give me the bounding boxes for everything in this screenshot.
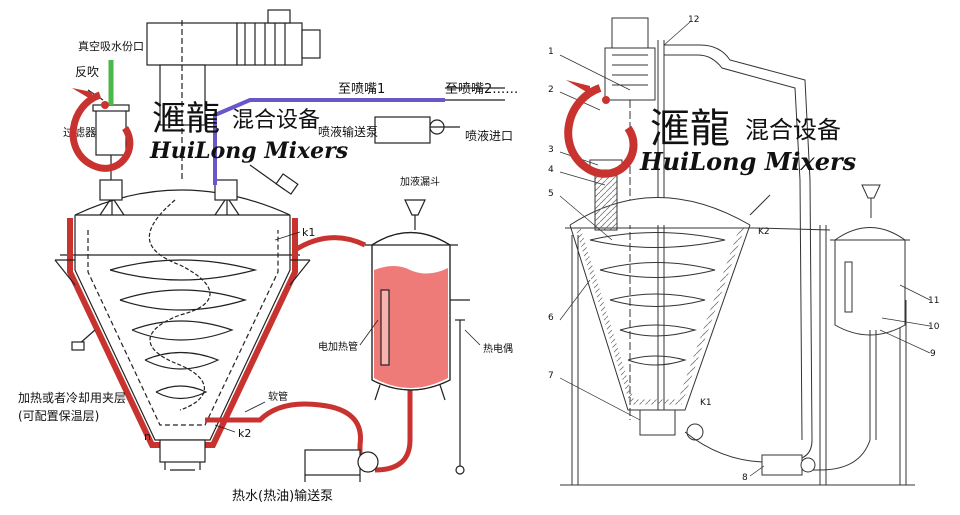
part-number-10: 10: [928, 322, 940, 332]
watermark-left: 滙龍 混合设备 HuiLong Mixers: [69, 88, 348, 172]
dragon-logo-icon: [564, 80, 638, 178]
watermark-cn-main-right: 滙龍: [650, 106, 730, 152]
label-pump: 热水(热油)输送泵: [232, 488, 333, 504]
part-number-4: 4: [548, 165, 554, 175]
watermark-cn-sub-left: 混合设备: [232, 108, 320, 133]
hot-water-tank: [365, 199, 470, 475]
part-number-12: 12: [688, 15, 699, 25]
label-nozzle-2: 至喷嘴2……: [445, 82, 518, 97]
part-number-5: 5: [548, 189, 554, 199]
filter-unit: [87, 60, 130, 180]
watermark-en-left: HuiLong Mixers: [149, 138, 348, 164]
motor-assembly: [146, 9, 321, 180]
part-number-2: 2: [548, 85, 554, 95]
label-k1: k1: [302, 226, 315, 239]
part-number-6: 6: [548, 313, 554, 323]
label-right-k2: K2: [758, 227, 770, 237]
label-spray-inlet: 喷液进口: [465, 128, 513, 143]
label-vacuum-inlet: 真空吸水份口: [78, 39, 144, 53]
spray-line: [213, 87, 505, 185]
right-diagram: [559, 17, 931, 486]
left-labels: 真空吸水份口 反吹 过滤器 至喷嘴1 至喷嘴2…… 喷液输送泵 喷液进口 k1 …: [18, 39, 518, 504]
conical-vessel: [54, 164, 311, 471]
left-diagram: [54, 9, 505, 482]
hot-water-pump: [304, 449, 379, 482]
dragon-logo-icon: [69, 88, 134, 172]
label-k2: k2: [238, 427, 251, 440]
part-number-3: 3: [548, 145, 554, 155]
watermark-cn-main-left: 滙龍: [152, 99, 220, 139]
label-right-k1: K1: [700, 398, 712, 408]
label-back-blow: 反吹: [75, 65, 99, 79]
right-part-labels: 1 2 3 4 5 6 7 8 9 10 11 12 K2 K1: [548, 15, 940, 483]
label-nozzle-1: 至喷嘴1: [338, 82, 385, 97]
heating-pipes: [205, 235, 413, 473]
label-spray-pump: 喷液输送泵: [318, 124, 378, 139]
label-n: n: [144, 430, 151, 443]
label-funnel: 加液漏斗: [400, 175, 440, 188]
part-number-11: 11: [928, 296, 939, 306]
label-hose: 软管: [268, 390, 288, 403]
label-thermocouple: 热电偶: [483, 342, 513, 355]
label-heater: 电加热管: [318, 340, 358, 353]
label-jacket-line2: (可配置保温层): [18, 409, 99, 423]
label-filter: 过滤器: [63, 126, 96, 139]
watermark-en-right: HuiLong Mixers: [639, 147, 857, 176]
watermark-cn-sub-right: 混合设备: [745, 116, 841, 144]
part-number-9: 9: [930, 349, 936, 359]
part-number-8: 8: [742, 473, 748, 483]
label-jacket-line1: 加热或者冷却用夹层: [18, 391, 126, 405]
watermark-right: 滙龍 混合设备 HuiLong Mixers: [564, 80, 857, 178]
part-number-7: 7: [548, 371, 554, 381]
part-number-1: 1: [548, 47, 554, 57]
